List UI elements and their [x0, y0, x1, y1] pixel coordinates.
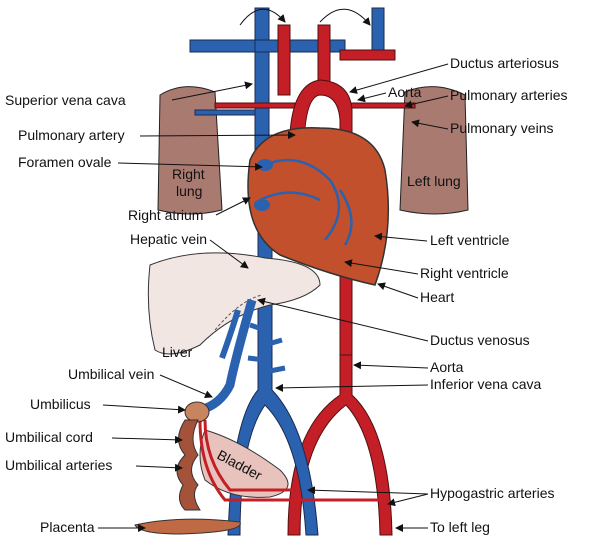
label-placenta: Placenta: [40, 519, 95, 535]
heart-interior-flow: [259, 158, 353, 246]
aorta-bifurcation: [287, 354, 393, 536]
label-pulmonary-artery: Pulmonary artery: [18, 127, 125, 143]
label-right-lung-line1: Right: [172, 166, 205, 182]
label-right-atrium: Right atrium: [128, 207, 203, 223]
label-pulmonary-arteries: Pulmonary arteries: [450, 87, 568, 103]
label-aorta-lower: Aorta: [430, 359, 464, 375]
label-hypogastric-arteries: Hypogastric arteries: [430, 485, 555, 501]
label-hepatic-vein: Hepatic vein: [130, 231, 207, 247]
liver: [147, 252, 321, 355]
label-inferior-vena-cava: Inferior vena cava: [430, 376, 541, 392]
heart: [247, 127, 390, 286]
label-superior-vena-cava: Superior vena cava: [5, 92, 126, 108]
liver-vein: [219, 309, 241, 360]
label-pulmonary-veins: Pulmonary veins: [450, 120, 554, 136]
label-liver: Liver: [162, 344, 193, 360]
head-loop-right: [319, 8, 371, 26]
umbilical-cord: [176, 419, 201, 511]
label-left-lung: Left lung: [407, 173, 461, 189]
head-loop-left: [239, 8, 286, 26]
placenta: [134, 518, 241, 535]
label-right-ventricle: Right ventricle: [420, 265, 509, 281]
label-umbilical-arteries: Umbilical arteries: [5, 457, 112, 473]
umbilical-artery-right: [203, 419, 298, 492]
umbilicus: [184, 401, 210, 423]
label-heart: Heart: [420, 289, 454, 305]
umbilical-artery-left: [198, 419, 386, 502]
label-left-ventricle: Left ventricle: [430, 232, 510, 248]
leader-lines: [98, 63, 449, 532]
label-ductus-venosus: Ductus venosus: [430, 332, 530, 348]
label-umbilicus: Umbilicus: [30, 396, 91, 412]
foramen-ovale-mark: [257, 159, 273, 171]
label-right-lung-line2: lung: [176, 183, 202, 199]
label-foramen-ovale: Foramen ovale: [18, 154, 112, 170]
label-ductus-arteriosus: Ductus arteriosus: [450, 55, 559, 71]
right-atrium-mark: [254, 199, 270, 211]
left-lung: [399, 86, 469, 215]
right-lung: [157, 86, 223, 215]
label-umbilical-vein: Umbilical vein: [68, 366, 154, 382]
ivc-branches: [247, 322, 286, 375]
umbilical-vein: [198, 298, 257, 415]
label-umbilical-cord: Umbilical cord: [5, 429, 93, 445]
ductus-venosus-path: [214, 294, 263, 331]
label-aorta-top: Aorta: [388, 84, 422, 100]
label-to-left-leg: To left leg: [430, 519, 490, 535]
